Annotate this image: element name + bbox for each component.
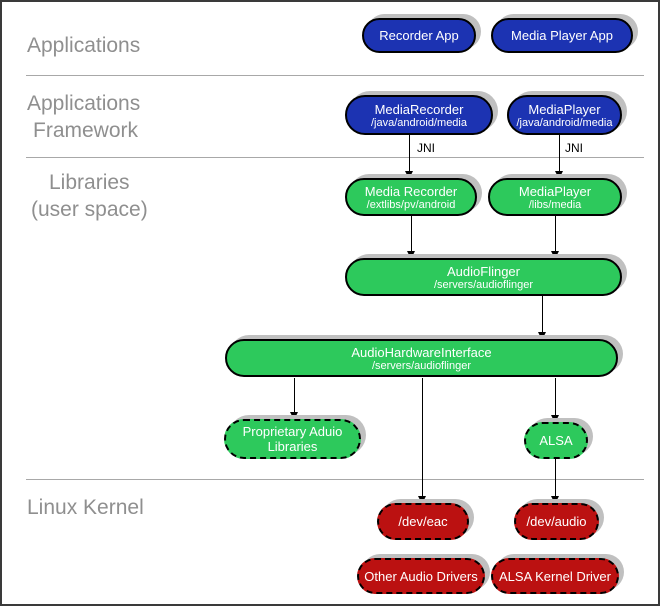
node-label: AudioFlinger xyxy=(447,263,520,279)
arrow-media-recorder-to-audioflinger xyxy=(407,216,416,259)
layer-label-text: Applications xyxy=(27,34,141,57)
node-label: MediaPlayer xyxy=(528,101,601,117)
node-dev-audio: /dev/audio xyxy=(514,503,599,540)
layer-label-libraries-user-space: Libraries (user space) xyxy=(31,169,148,223)
node-label: /dev/eac xyxy=(398,514,448,529)
layer-label-text: Linux Kernel xyxy=(27,496,144,519)
node-alsa: ALSA xyxy=(524,422,588,459)
layer-label-text: Applications xyxy=(27,92,141,115)
arrow-mediaplayer-to-audioflinger xyxy=(551,216,560,259)
node-sublabel: /java/android/media xyxy=(516,116,613,129)
node-label: /dev/audio xyxy=(526,514,587,529)
arrowhead-icon xyxy=(407,251,415,259)
node-proprietary-audio-libraries: Proprietary Aduio Libraries xyxy=(224,419,361,459)
node-media-player-app: Media Player App xyxy=(491,18,633,53)
node-other-audio-drivers: Other Audio Drivers xyxy=(357,558,485,594)
arrow-audioflinger-to-hwinterface xyxy=(538,296,547,340)
node-sublabel: /java/android/media xyxy=(370,116,467,129)
layer-label-text: Libraries xyxy=(49,171,130,194)
divider-kernel xyxy=(26,479,644,480)
node-mediarecorder-framework: MediaRecorder /java/android/media xyxy=(345,95,493,135)
node-alsa-kernel-driver: ALSA Kernel Driver xyxy=(491,558,619,594)
jni-label-left: JNI xyxy=(417,141,435,155)
arrow-hwinterface-to-alsa xyxy=(551,378,560,423)
node-label: ALSA xyxy=(539,433,573,448)
arrowhead-icon xyxy=(538,332,546,340)
jni-label-right: JNI xyxy=(565,141,583,155)
node-audioflinger: AudioFlinger /servers/audioflinger xyxy=(345,258,622,296)
node-label: ALSA Kernel Driver xyxy=(499,568,611,584)
arrowhead-icon xyxy=(555,171,563,179)
node-recorder-app: Recorder App xyxy=(362,18,476,53)
node-label: MediaPlayer xyxy=(518,183,592,199)
arrowhead-icon xyxy=(418,496,426,504)
layer-label-applications: Applications xyxy=(27,32,140,59)
node-mediaplayer-lib: MediaPlayer /libs/media xyxy=(488,178,622,216)
node-label: Recorder App xyxy=(379,28,459,43)
node-label: Other Audio Drivers xyxy=(364,568,478,584)
divider-framework xyxy=(26,157,644,158)
node-sublabel: /servers/audioflinger xyxy=(433,278,534,291)
node-media-recorder-lib: Media Recorder /extlibs/pv/android xyxy=(345,178,477,216)
layer-label-text: (user space) xyxy=(31,198,148,221)
arrow-hwinterface-to-proprietary xyxy=(290,378,299,420)
node-mediaplayer-framework: MediaPlayer /java/android/media xyxy=(507,95,622,135)
node-label: MediaRecorder xyxy=(374,101,464,117)
arrow-mediaplayer-to-lib xyxy=(555,135,564,179)
arrow-hwinterface-to-dev-eac xyxy=(418,378,427,504)
node-sublabel: /libs/media xyxy=(528,198,582,211)
arrowhead-icon xyxy=(551,251,559,259)
node-label-line2: Libraries xyxy=(267,439,318,454)
layer-label-linux-kernel: Linux Kernel xyxy=(27,494,144,521)
arrowhead-icon xyxy=(551,496,559,504)
node-label: Media Player App xyxy=(511,28,613,43)
arrowhead-icon xyxy=(290,412,298,420)
node-audiohardwareinterface: AudioHardwareInterface /servers/audiofli… xyxy=(225,339,618,377)
node-sublabel: /extlibs/pv/android xyxy=(366,198,456,211)
node-dev-eac: /dev/eac xyxy=(377,503,469,540)
divider-applications xyxy=(26,75,644,76)
node-label: Media Recorder xyxy=(364,183,458,199)
arrow-mediarecorder-to-lib xyxy=(405,135,414,179)
node-label: Proprietary Aduio xyxy=(242,424,343,439)
node-label: AudioHardwareInterface xyxy=(351,344,492,360)
node-sublabel: /servers/audioflinger xyxy=(371,359,472,372)
arrowhead-icon xyxy=(405,171,413,179)
layer-label-text: Framework xyxy=(33,119,139,142)
layer-label-applications-framework: Applications Framework xyxy=(27,90,140,144)
arrow-alsa-to-dev-audio xyxy=(551,459,560,504)
arrowhead-icon xyxy=(551,415,559,423)
